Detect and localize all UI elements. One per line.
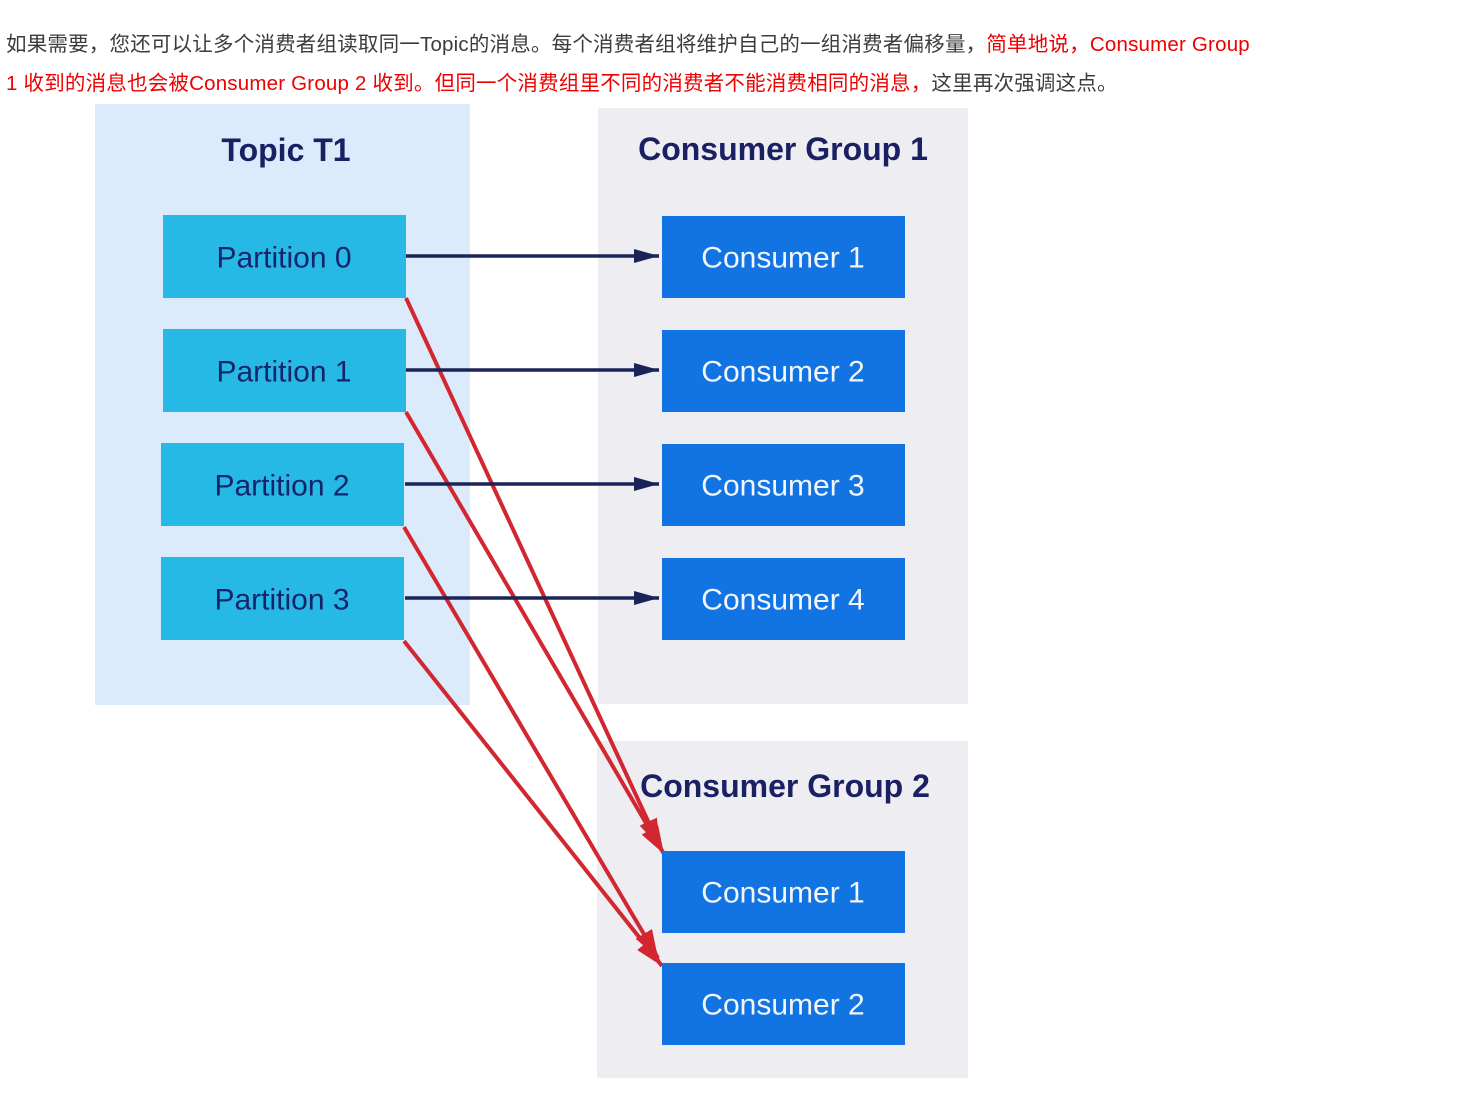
intro-text-black-2: 这里再次强调这点。	[931, 71, 1118, 95]
consumer-group-1-title: Consumer Group 1	[638, 131, 928, 167]
consumer-group-2-title: Consumer Group 2	[640, 768, 930, 804]
g1-consumer-4-box	[662, 558, 905, 640]
intro-text-red-1: 简单地说，Consumer Group	[986, 32, 1250, 56]
g1-consumer-4-label: Consumer 4	[701, 584, 864, 617]
intro-text-black-1: 如果需要，您还可以让多个消费者组读取同一Topic的消息。每个消费者组将维护自己…	[6, 32, 987, 56]
partition-1-box	[163, 329, 406, 412]
g1-consumer-2-box	[662, 330, 905, 412]
g2-consumer-2-box	[662, 963, 905, 1045]
topic-title: Topic T1	[221, 132, 350, 168]
partition-1-label: Partition 1	[216, 356, 351, 389]
partition-2-label: Partition 2	[214, 470, 349, 503]
partition-2-box	[161, 443, 404, 526]
partition-3-label: Partition 3	[214, 584, 349, 617]
partition-3-box	[161, 557, 404, 640]
intro-text-red-2: 1 收到的消息也会被Consumer Group 2 收到。但同一个消费组里不同…	[6, 71, 932, 95]
g2-consumer-1-label: Consumer 1	[701, 877, 864, 910]
g2-consumer-1-box	[662, 851, 905, 933]
red-arrow-partition0-to-g2-consumer1	[404, 297, 662, 848]
g1-consumer-2-label: Consumer 2	[701, 356, 864, 389]
intro-paragraph: 如果需要，您还可以让多个消费者组读取同一Topic的消息。每个消费者组将维护自己…	[6, 25, 1468, 103]
partition-0-box	[163, 215, 406, 298]
red-arrow-partition3-to-g2-consumer2	[402, 639, 664, 968]
g2-consumer-2-label: Consumer 2	[701, 989, 864, 1022]
partition-0-label: Partition 0	[216, 242, 351, 275]
g1-consumer-3-label: Consumer 3	[701, 470, 864, 503]
g1-consumer-3-box	[662, 444, 905, 526]
g1-consumer-1-label: Consumer 1	[701, 242, 864, 275]
g1-consumer-1-box	[662, 216, 905, 298]
